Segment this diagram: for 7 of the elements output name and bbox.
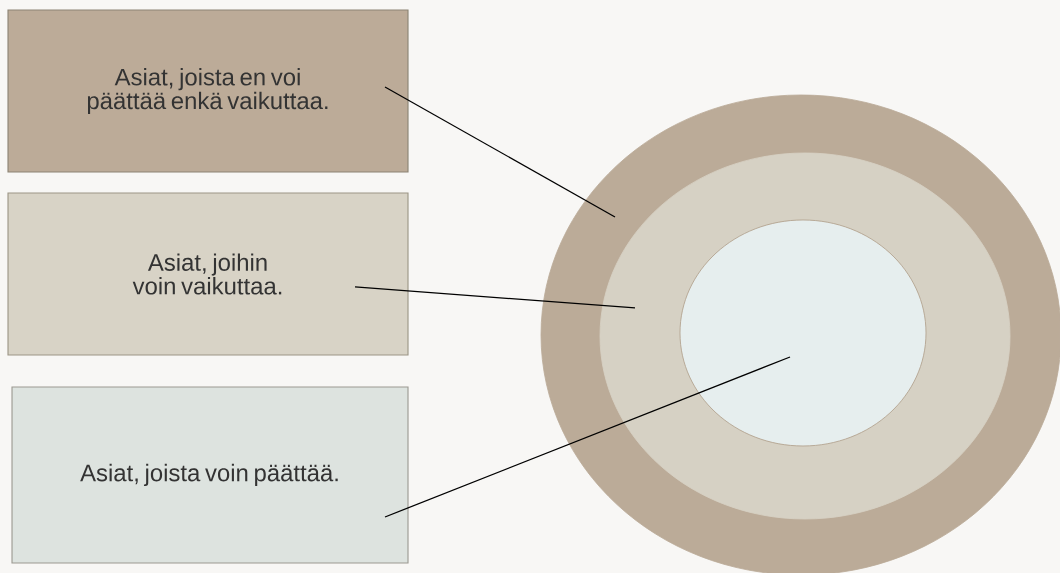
text-box: Asiat, joihin voin vaikuttaa. <box>7 192 409 356</box>
leader-line <box>384 86 616 218</box>
leader-line <box>354 286 636 309</box>
inner-ellipse <box>679 219 927 447</box>
text-box: Asiat, joista en voi päättää enkä vaikuttaa. <box>7 9 409 173</box>
leader-line <box>384 356 791 518</box>
text-box: Asiat, joista voin päättää. <box>11 386 409 564</box>
